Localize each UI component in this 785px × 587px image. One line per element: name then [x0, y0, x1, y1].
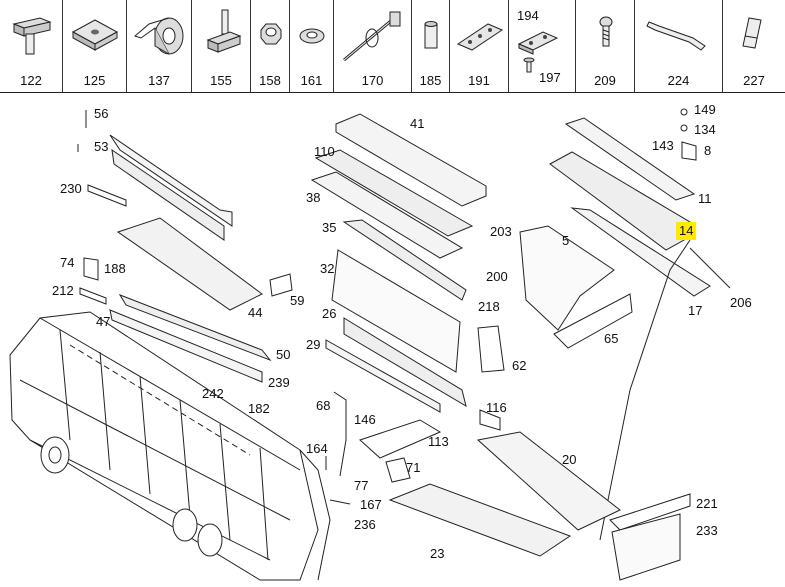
washer-icon [299, 28, 325, 44]
bus-drawing [9, 311, 331, 581]
callout-74[interactable]: 74 [60, 255, 75, 270]
callout-11[interactable]: 11 [698, 191, 712, 206]
callout-77[interactable]: 77 [354, 478, 369, 493]
callout-164[interactable]: 164 [306, 441, 328, 456]
callout-182[interactable]: 182 [248, 401, 270, 416]
part-number: 209 [594, 73, 616, 88]
part-cell-137[interactable]: 137 [127, 0, 192, 92]
part-cell-194[interactable]: 194 197 [509, 0, 576, 92]
callout-20[interactable]: 20 [562, 452, 577, 467]
callout-68[interactable]: 68 [316, 398, 331, 413]
callout-110[interactable]: 110 [314, 144, 335, 159]
callout-26[interactable]: 26 [322, 306, 337, 321]
right-rail-parts [519, 108, 731, 541]
t-bolt-icon [12, 17, 52, 55]
callout-23[interactable]: 23 [430, 546, 445, 561]
parts-strip: 122 125 137 155 158 [0, 0, 785, 93]
seal-strip-icon [742, 17, 762, 49]
callout-5[interactable]: 5 [562, 233, 570, 248]
part-cell-227[interactable]: 227 [723, 0, 785, 92]
screw-icon [599, 16, 613, 47]
perforated-plate-icon [456, 23, 504, 51]
callout-242[interactable]: 242 [202, 386, 224, 401]
left-rail-parts [77, 110, 293, 383]
center-panel-parts [310, 113, 505, 431]
callout-50[interactable]: 50 [276, 347, 291, 362]
part-cell-122[interactable]: 122 [0, 0, 63, 92]
part-number: 155 [210, 73, 232, 88]
callout-65[interactable]: 65 [604, 331, 619, 346]
callout-167[interactable]: 167 [360, 497, 382, 512]
part-number: 170 [361, 73, 384, 88]
callout-239[interactable]: 239 [268, 375, 290, 390]
part-cell-185[interactable]: 185 [412, 0, 450, 92]
hex-nut-icon [260, 23, 282, 45]
callout-56[interactable]: 56 [94, 106, 109, 121]
part-number: 122 [20, 73, 42, 88]
callout-200[interactable]: 200 [486, 269, 508, 284]
callout-233[interactable]: 233 [696, 523, 718, 538]
callout-47[interactable]: 47 [96, 314, 111, 329]
part-cell-155[interactable]: 155 [192, 0, 251, 92]
tape-roll-icon [134, 17, 184, 55]
callout-212[interactable]: 212 [52, 283, 74, 298]
callout-62[interactable]: 62 [512, 358, 527, 373]
callout-14-highlighted[interactable]: 14 [676, 222, 697, 240]
part-subnumber: 197 [539, 70, 561, 85]
part-number: 227 [743, 73, 765, 88]
part-cell-161[interactable]: 161 [290, 0, 334, 92]
plate-with-screw-icon [517, 31, 559, 73]
callout-203[interactable]: 203 [490, 224, 512, 239]
callout-35[interactable]: 35 [322, 220, 337, 235]
callout-113[interactable]: 113 [428, 434, 449, 449]
callout-218[interactable]: 218 [478, 299, 500, 314]
callout-116[interactable]: 116 [486, 400, 507, 415]
callout-44[interactable]: 44 [248, 305, 263, 320]
part-cell-125[interactable]: 125 [63, 0, 127, 92]
strap-icon [646, 21, 706, 51]
part-number: 194 [517, 8, 539, 23]
callout-71[interactable]: 71 [406, 460, 421, 475]
cable-tie-icon [343, 11, 401, 62]
lower-floor-parts [325, 391, 691, 581]
callout-134[interactable]: 134 [694, 122, 716, 137]
part-number: 224 [667, 73, 690, 88]
square-nut-plate-icon [71, 19, 119, 51]
part-cell-191[interactable]: 191 [450, 0, 509, 92]
callout-149[interactable]: 149 [694, 102, 716, 117]
callout-29[interactable]: 29 [306, 337, 321, 352]
callout-59[interactable]: 59 [290, 293, 305, 308]
callout-41[interactable]: 41 [410, 116, 425, 131]
part-number: 161 [300, 73, 323, 88]
callout-32[interactable]: 32 [320, 261, 335, 276]
part-cell-170[interactable]: 170 [334, 0, 412, 92]
part-cell-158[interactable]: 158 [251, 0, 290, 92]
part-number: 191 [468, 73, 490, 88]
part-number: 158 [259, 73, 281, 88]
callout-236[interactable]: 236 [354, 517, 376, 532]
callout-53[interactable]: 53 [94, 139, 109, 154]
callout-143[interactable]: 143 [652, 138, 674, 153]
callout-146[interactable]: 146 [354, 412, 376, 427]
callout-230[interactable]: 230 [60, 181, 82, 196]
callout-8[interactable]: 8 [704, 143, 712, 158]
part-cell-224[interactable]: 224 [635, 0, 723, 92]
exploded-parts-diagram [9, 108, 731, 581]
part-number: 185 [419, 73, 442, 88]
part-number: 137 [148, 73, 170, 88]
callout-188[interactable]: 188 [104, 261, 126, 276]
t-bolt-slot-icon [206, 9, 242, 53]
part-number: 125 [83, 73, 106, 88]
callout-206[interactable]: 206 [730, 295, 752, 310]
part-cell-209[interactable]: 209 [576, 0, 635, 92]
callout-38[interactable]: 38 [306, 190, 321, 205]
spacer-sleeve-icon [424, 21, 438, 49]
callout-17[interactable]: 17 [688, 303, 703, 318]
callout-221[interactable]: 221 [696, 496, 718, 511]
